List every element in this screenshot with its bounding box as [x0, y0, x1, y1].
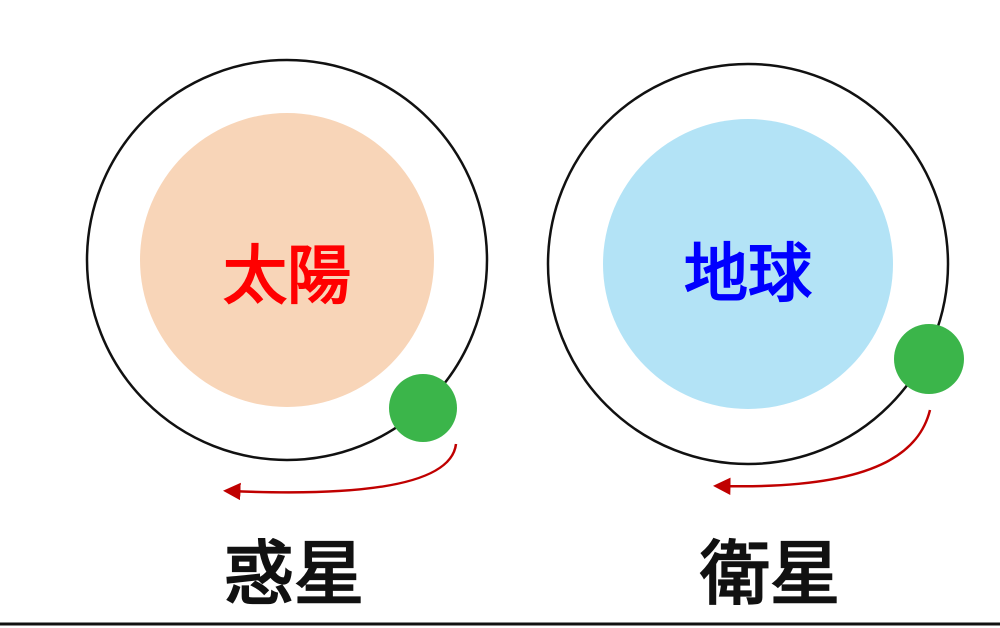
sun-label: 太陽 — [223, 240, 351, 314]
earth-orbit-ring — [546, 62, 950, 466]
sun-system: 太陽 惑星 — [85, 58, 489, 615]
earth-system: 地球 衛星 — [546, 62, 964, 615]
satellite-caption: 衛星 — [699, 533, 840, 615]
satellite-dot — [894, 324, 964, 394]
planet-dot — [389, 374, 457, 442]
sun-body — [140, 113, 434, 407]
earth-label: 地球 — [684, 238, 813, 312]
satellite-orbit-arrow — [713, 409, 932, 496]
earth-body — [603, 119, 893, 409]
planet-orbit-arrow — [223, 443, 458, 501]
sun-orbit-ring — [85, 58, 489, 462]
planet-caption: 惑星 — [224, 533, 364, 615]
